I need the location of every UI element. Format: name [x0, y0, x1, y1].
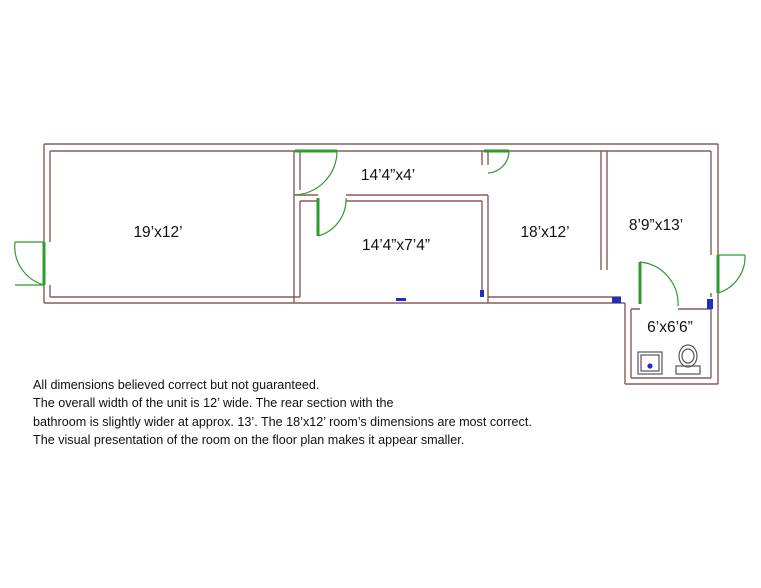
door-jamb: [42, 149, 720, 304]
hall-label: 14’4”x4’: [361, 167, 415, 184]
exterior-wall-top: [44, 143, 718, 152]
middle-room-label: 14’4”x7’4”: [362, 237, 430, 254]
back-room-partition: [600, 151, 608, 270]
front-room-label: 19’x12’: [133, 224, 182, 241]
middle-room-wall: [293, 194, 489, 303]
back-room-label: 8’9”x13’: [629, 217, 683, 234]
bathroom-door[interactable]: [639, 261, 679, 307]
bathroom-label: 6’x6’6”: [647, 319, 693, 336]
marker: [480, 290, 484, 297]
exterior-wall-right: [710, 144, 719, 303]
rear-room-label: 18’x12’: [520, 224, 569, 241]
note-line: The overall width of the unit is 12’ wid…: [33, 396, 394, 411]
exterior-wall-bottom: [44, 296, 625, 304]
note-line: The visual presentation of the room on t…: [33, 433, 465, 448]
rear-exit-door[interactable]: [717, 254, 746, 294]
sink-icon: [637, 351, 663, 375]
exterior-wall-left: [43, 144, 51, 303]
marker: [396, 298, 406, 301]
partition-wall-rear: [481, 151, 489, 165]
middle-room-door[interactable]: [317, 197, 347, 237]
toilet-icon: [675, 344, 701, 375]
rear-room-door[interactable]: [487, 150, 510, 174]
note-line: All dimensions believed correct but not …: [33, 378, 320, 392]
marker: [707, 299, 713, 309]
partition-wall-front: [293, 151, 301, 195]
disclaimer-notes: All dimensions believed correct but not …: [33, 376, 633, 450]
bathroom-wall: [624, 303, 719, 385]
note-line: bathroom is slightly wider at approx. 13…: [33, 414, 532, 429]
front-entry-door[interactable]: [14, 241, 45, 286]
marker: [612, 297, 621, 303]
